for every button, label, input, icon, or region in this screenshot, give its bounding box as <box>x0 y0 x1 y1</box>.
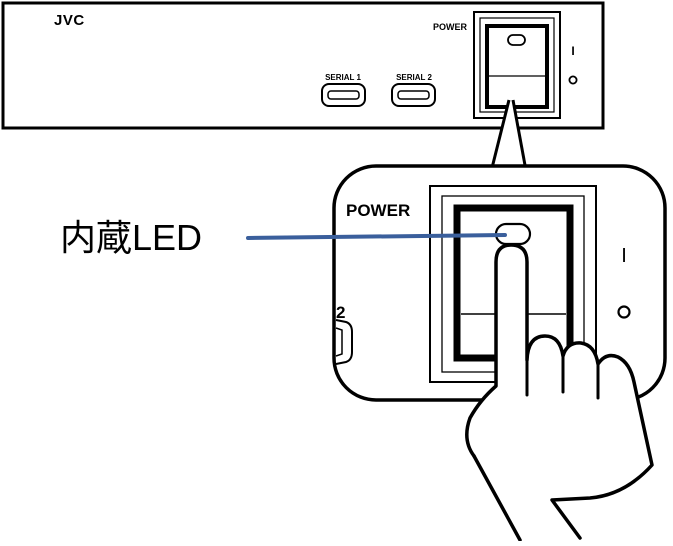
pressing-hand-icon <box>465 243 654 542</box>
serial-port-1-label: SERIAL 1 <box>325 73 361 82</box>
zoom-power-off-symbol <box>617 305 631 319</box>
serial-port-1: SERIAL 1 <box>321 73 366 107</box>
power-switch-label: POWER <box>433 22 468 32</box>
led-callout-line <box>246 233 507 240</box>
power-switch-led-small <box>507 34 526 46</box>
serial-port-2-label: SERIAL 2 <box>396 73 432 82</box>
zoom-partial-port: 2 <box>335 303 353 365</box>
device-front-panel: JVC SERIAL 1 SERIAL 2 POWER I <box>1 1 605 130</box>
zoom-power-label: POWER <box>346 201 410 220</box>
led-callout-label: 内蔵LED <box>60 217 202 258</box>
zoom-power-on-symbol: I <box>621 245 627 267</box>
zoom-connector <box>488 99 529 177</box>
led-callout: 内蔵LED <box>60 217 507 258</box>
power-switch[interactable] <box>473 11 561 119</box>
zoom-partial-port-label: 2 <box>336 303 345 322</box>
serial-port-2: SERIAL 2 <box>391 73 436 107</box>
brand-logo: JVC <box>54 12 85 29</box>
serial-port-2-tongue <box>397 90 430 100</box>
power-off-symbol-small <box>568 75 578 85</box>
serial-port-1-tongue <box>327 90 360 100</box>
power-on-symbol-small: I <box>571 44 574 58</box>
